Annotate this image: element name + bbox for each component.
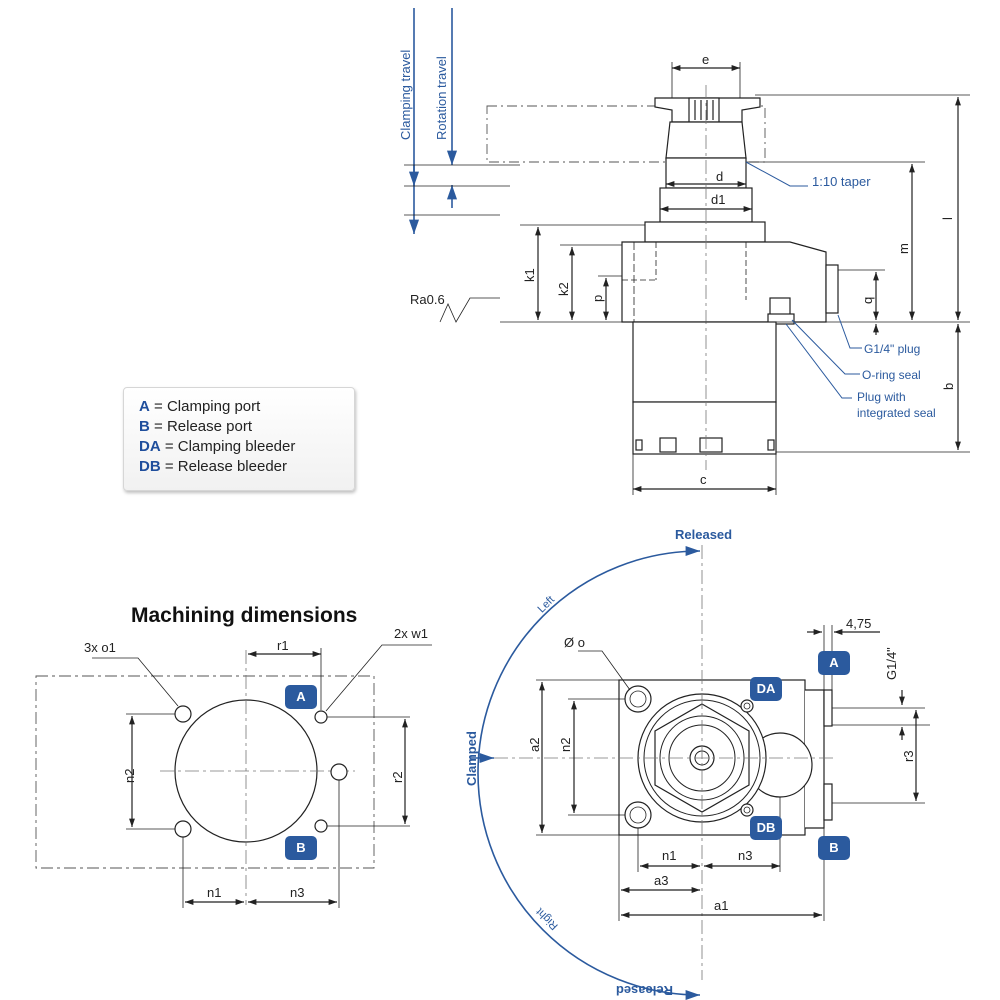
hole-o1 (174, 705, 192, 723)
clamp-body (621, 241, 827, 323)
legend-row-da: DA = Clamping bleeder (139, 438, 296, 455)
machining-view (35, 644, 432, 908)
bleeder-da-badge: DA (750, 677, 782, 701)
clamping-travel-label: Clamping travel (398, 50, 413, 140)
plug-seal-label-1: Plug with (857, 390, 906, 404)
dim-m: m (896, 243, 911, 254)
dim-p: p (590, 295, 605, 302)
port-a-badge: A (818, 651, 850, 675)
clamped-label: Clamped (464, 731, 479, 786)
top-view (470, 545, 930, 1000)
dim-k2: k2 (556, 282, 571, 296)
plug-label: G1/4" plug (864, 342, 920, 356)
hole-o1 (174, 820, 192, 838)
hole-w1 (314, 710, 328, 724)
released-bottom-label: Released (616, 983, 673, 998)
dim-r3: r3 (901, 750, 916, 762)
rotation-arc (477, 545, 701, 1000)
taper-label: 1:10 taper (812, 174, 871, 189)
dim-n1-top: n1 (662, 848, 676, 863)
dim-r2: r2 (390, 771, 405, 783)
dim-l: l (940, 217, 955, 220)
machining-labels: 3x o1 2x w1 r1 n2 r2 n1 n3 (84, 626, 428, 900)
dim-k1: k1 (522, 268, 537, 282)
dim-a3: a3 (654, 873, 668, 888)
legend-row-b: B = Release port (139, 418, 252, 435)
dim-r1: r1 (277, 638, 289, 653)
machining-title: Machining dimensions (131, 604, 358, 627)
legend-row-a: A = Clamping port (139, 398, 261, 415)
dim-n3-top: n3 (738, 848, 752, 863)
roughness-label: Ra0.6 (410, 292, 445, 307)
rotation-travel-label: Rotation travel (434, 56, 449, 140)
lower-body (632, 321, 777, 403)
legend-row-db: DB = Release bleeder (139, 458, 288, 475)
plug (825, 264, 839, 314)
oring-label: O-ring seal (862, 368, 921, 382)
dim-e: e (702, 52, 709, 67)
clamp-arm-phantom (486, 105, 766, 163)
dim-d: d (716, 169, 723, 184)
right-label: Right (534, 905, 561, 932)
dim-n2: n2 (122, 769, 137, 783)
plug-seal-label-2: integrated seal (857, 406, 936, 420)
side-view (404, 8, 970, 495)
threads-label: 2x w1 (394, 626, 428, 641)
bleeder-db-badge: DB (750, 816, 782, 840)
dim-b: b (941, 383, 956, 390)
holes-label: 3x o1 (84, 640, 116, 655)
dim-n2-top: n2 (558, 738, 573, 752)
side-view-labels: Clamping travel Rotation travel e d d1 l… (398, 50, 956, 487)
released-top-label: Released (675, 527, 732, 542)
dim-thread: G1/4" (884, 647, 899, 680)
dim-q: q (860, 297, 875, 304)
dim-offset: 4,75 (846, 616, 871, 631)
hole-label: Ø o (564, 635, 585, 650)
port-b-badge: B (818, 836, 850, 860)
dim-a1: a1 (714, 898, 728, 913)
hole-o1 (330, 763, 348, 781)
dim-a2: a2 (527, 738, 542, 752)
left-label: Left (536, 594, 557, 615)
port-legend: A = Clamping port B = Release port DA = … (123, 387, 355, 491)
dim-n3: n3 (290, 885, 304, 900)
dim-d1: d1 (711, 192, 725, 207)
port-a-badge: A (285, 685, 317, 709)
dim-c: c (700, 472, 707, 487)
hole-w1 (314, 819, 328, 833)
port-b-badge: B (285, 836, 317, 860)
dim-n1: n1 (207, 885, 221, 900)
